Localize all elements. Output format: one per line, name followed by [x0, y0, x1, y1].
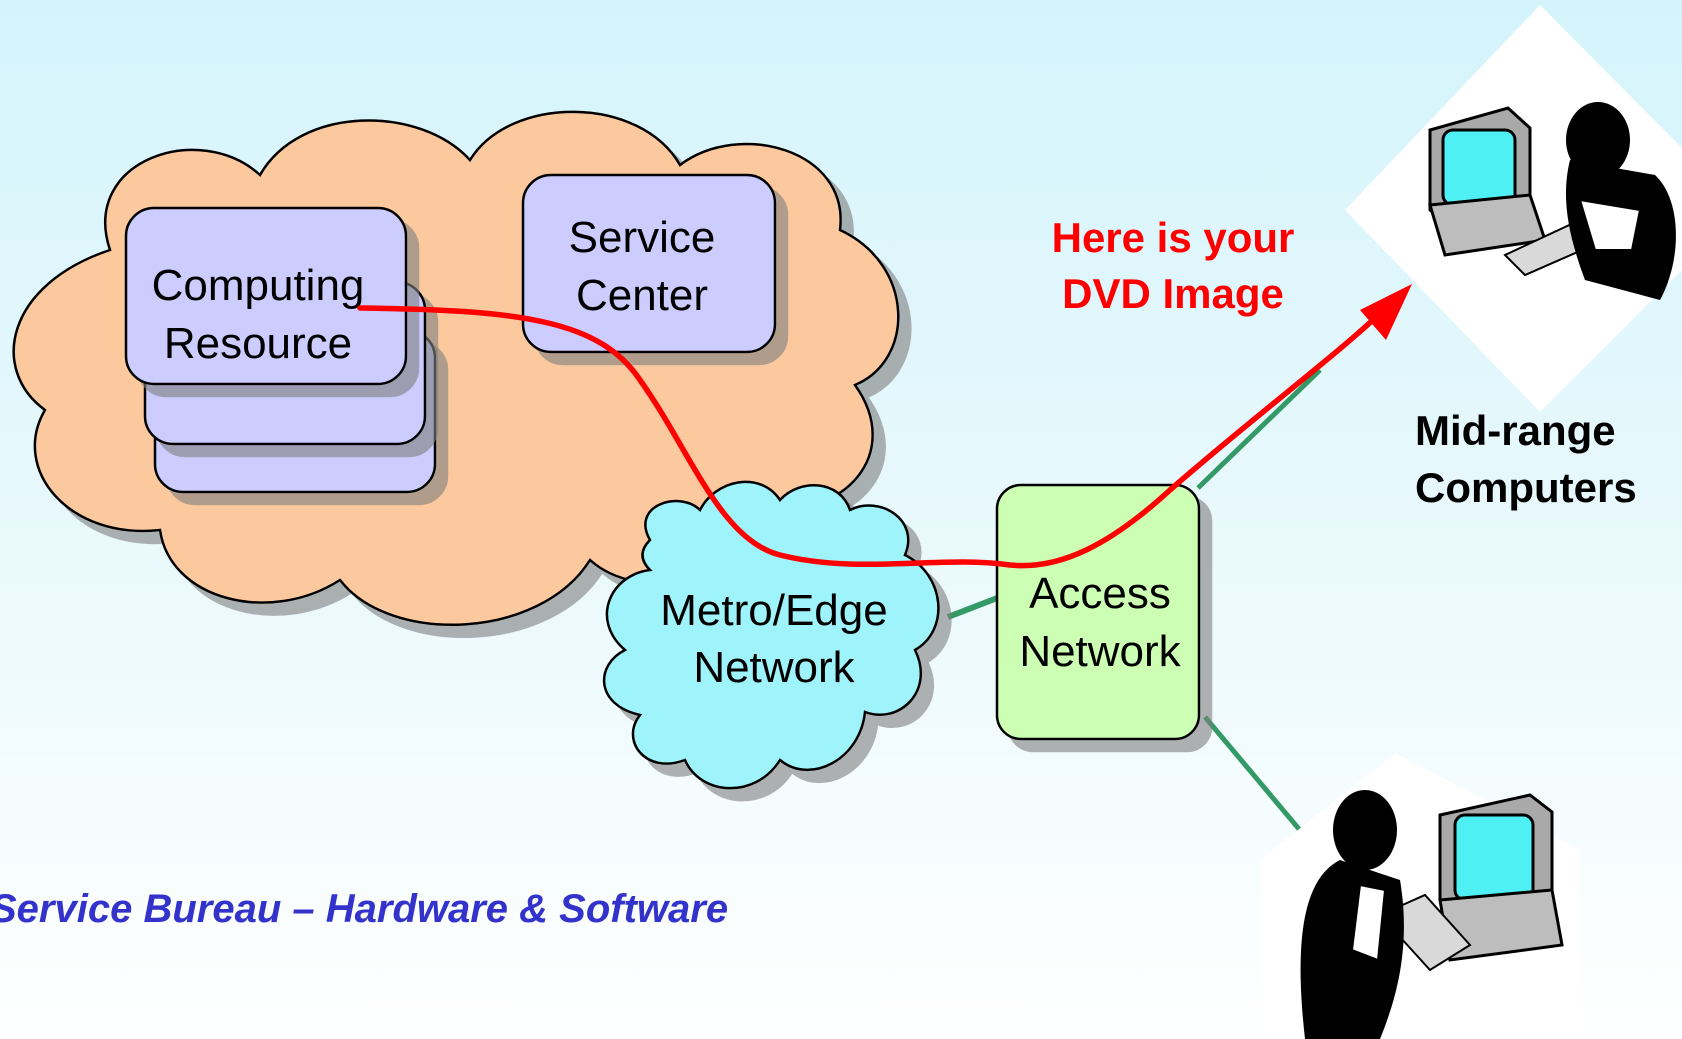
service-bureau-caption: Service Bureau – Hardware & Software	[0, 887, 728, 931]
computing-resource-stack: Computing Resource	[124, 206, 437, 494]
service-center: Service Center	[521, 173, 777, 354]
dvd-message-line2: DVD Image	[1062, 270, 1284, 317]
metro-edge-label-line1: Metro/Edge	[660, 586, 887, 635]
midrange-computers-line2: Computers	[1415, 464, 1637, 511]
dvd-path-arrowhead	[1360, 284, 1412, 340]
service-center-label-line1: Service	[569, 213, 716, 262]
metro-access-link	[946, 592, 1007, 620]
user-at-computer-icon	[1260, 753, 1580, 1039]
access-network-label-line2: Network	[1019, 627, 1181, 676]
metro-edge-label-line2: Network	[693, 643, 855, 692]
access-midrange-link	[1196, 368, 1322, 490]
access-network: Access Network	[995, 483, 1201, 741]
midrange-computers-line1: Mid-range	[1415, 407, 1616, 454]
access-network-label-line1: Access	[1029, 569, 1171, 618]
metro-edge-network-cloud: Metro/Edge Network	[602, 480, 940, 790]
user-at-computer-icon	[1345, 5, 1682, 412]
dvd-message-line1: Here is your	[1052, 214, 1295, 261]
dvd-data-path	[357, 305, 1378, 569]
computing-resource-label-line1: Computing	[152, 261, 365, 310]
computing-resource-label-line2: Resource	[164, 319, 352, 368]
service-center-label-line2: Center	[576, 271, 708, 320]
